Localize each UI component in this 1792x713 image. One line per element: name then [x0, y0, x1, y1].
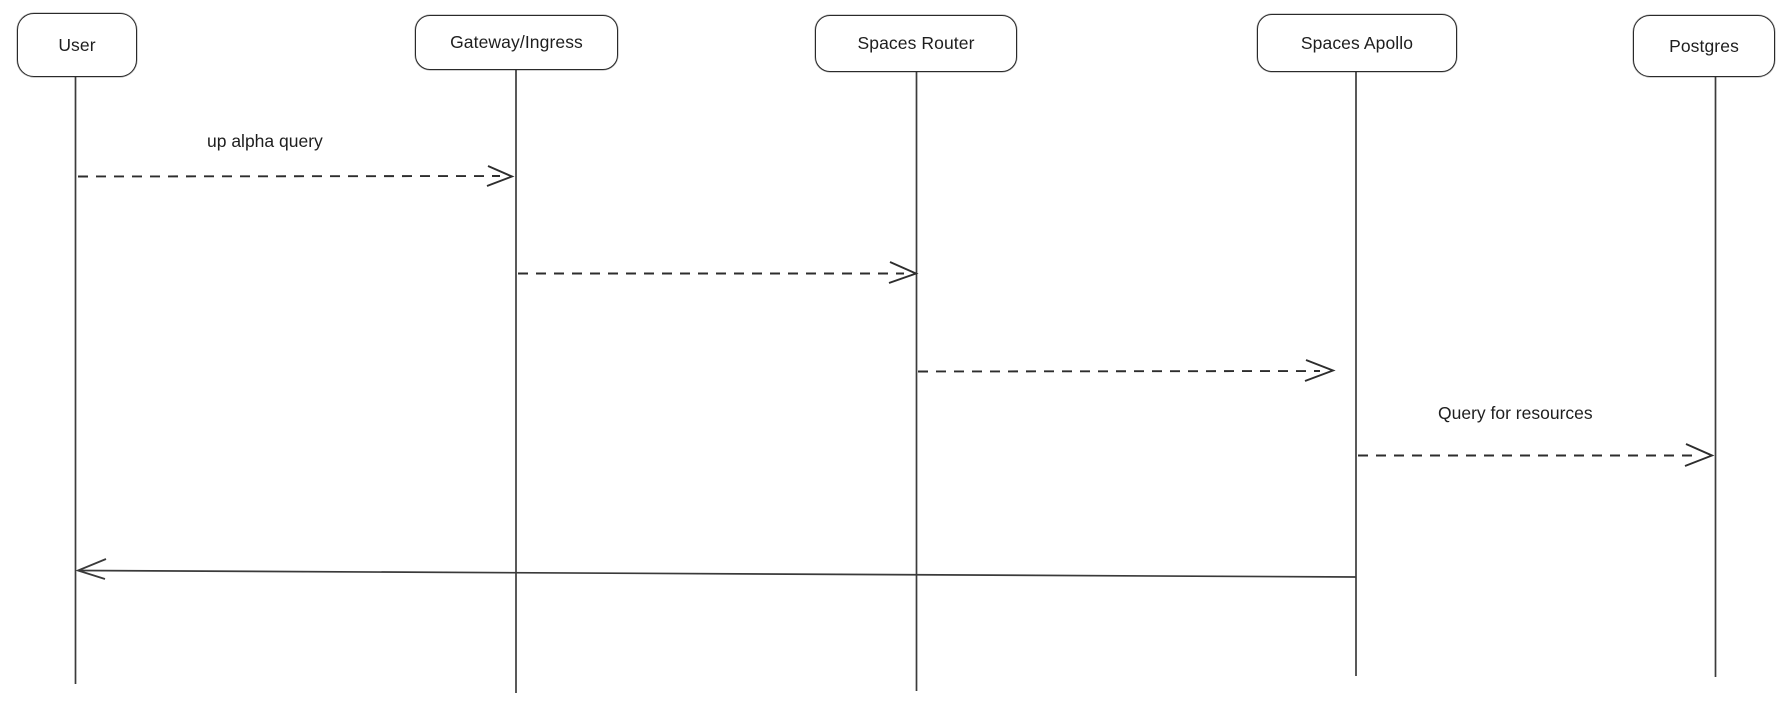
- message-arrow-gateway-to-router: [518, 261, 919, 284]
- actor-label-spaces-router: Spaces Router: [857, 33, 975, 53]
- actor-box-postgres: Postgres: [1633, 15, 1775, 77]
- actor-label-gateway-ingress: Gateway/Ingress: [450, 32, 583, 52]
- actor-box-spaces-apollo: Spaces Apollo: [1257, 14, 1457, 72]
- actor-box-spaces-router: Spaces Router: [815, 15, 1017, 72]
- actor-box-gateway-ingress: Gateway/Ingress: [415, 15, 618, 70]
- message-arrow-router-to-apollo: [917, 359, 1336, 382]
- actor-label-user: User: [58, 34, 96, 55]
- message-arrow-apollo-to-postgres: [1358, 443, 1715, 467]
- message-arrow-apollo-to-user: [75, 558, 1357, 580]
- actor-label-postgres: Postgres: [1669, 35, 1739, 56]
- message-arrow-user-to-gateway: [77, 165, 515, 187]
- actor-label-spaces-apollo: Spaces Apollo: [1300, 32, 1414, 53]
- message-label-query-for-resources: Query for resources: [1438, 403, 1593, 423]
- message-label-up-alpha-query: up alpha query: [207, 131, 323, 151]
- actor-box-user: User: [17, 13, 137, 77]
